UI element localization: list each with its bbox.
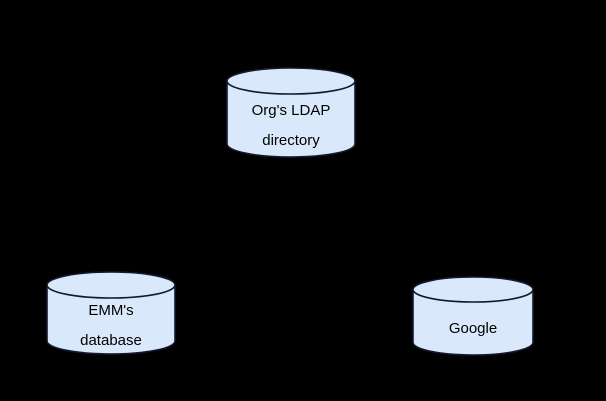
cylinder-top-ellipse (412, 276, 534, 303)
node-google[interactable]: Google (412, 276, 534, 356)
cylinder-top-ellipse (46, 271, 176, 299)
node-emms-database[interactable]: EMM's database (46, 271, 176, 355)
cylinder-shape (46, 271, 176, 355)
cylinder-shape (226, 67, 356, 158)
cylinder-top-ellipse (226, 67, 356, 95)
node-orgs-ldap-directory[interactable]: Org's LDAP directory (226, 67, 356, 158)
cylinder-shape (412, 276, 534, 356)
